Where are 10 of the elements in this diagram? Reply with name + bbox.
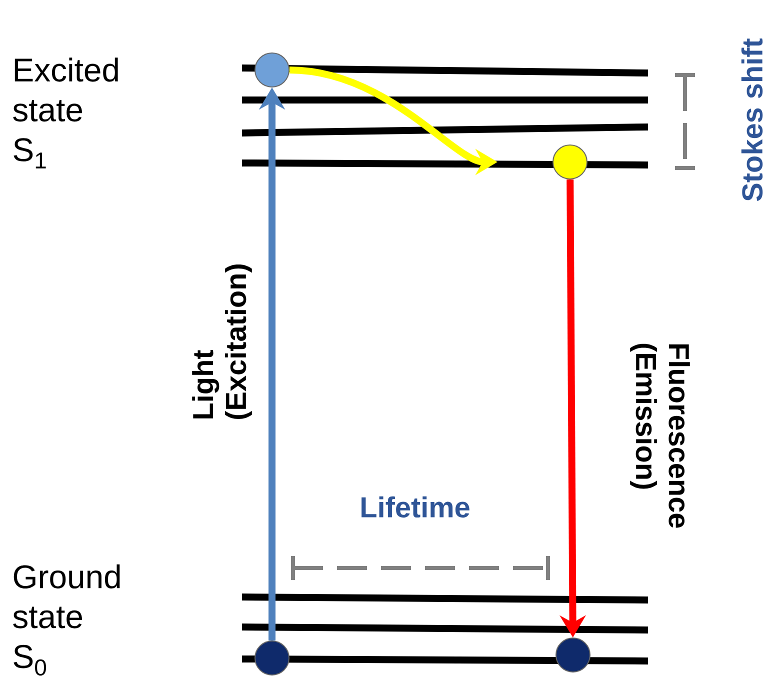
particle xyxy=(254,52,290,88)
particle xyxy=(254,640,290,676)
particle xyxy=(552,144,588,180)
state-label: Excited state S$_{1}$ xyxy=(13,58,118,168)
measure-label: Lifetime xyxy=(362,496,470,518)
state-label: Ground state S$_{0}$ xyxy=(13,564,120,676)
particle xyxy=(556,637,590,672)
edge-label: Light (Excitation) xyxy=(192,264,252,419)
edge-label: Fluorescence (Emission) xyxy=(630,344,690,528)
measure-label: Stokes shift xyxy=(741,38,763,202)
